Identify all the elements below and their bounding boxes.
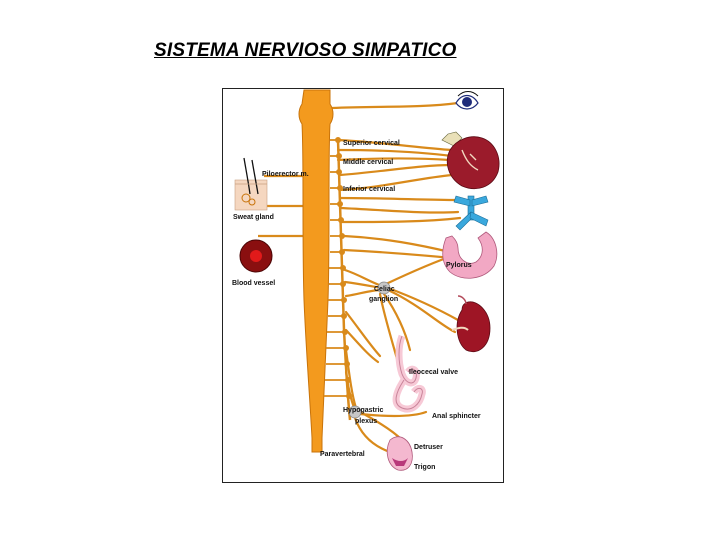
spinal-cord xyxy=(298,89,334,453)
label-middle-cervical: Middle cervical xyxy=(343,159,393,166)
label-hypogastric: Hypogastric xyxy=(343,407,384,414)
bladder-icon xyxy=(386,436,413,471)
slide-title: SISTEMA NERVIOSO SIMPATICO xyxy=(154,40,457,61)
label-inferior-cervical: Inferior cervical xyxy=(343,186,395,193)
label-pylorus: Pylorus xyxy=(446,262,472,269)
label-sweat-gland: Sweat gland xyxy=(233,214,274,221)
stomach-icon xyxy=(442,231,498,279)
heart-icon xyxy=(441,131,500,189)
eye-icon xyxy=(455,91,479,110)
label-piloerector: Piloerector m. xyxy=(262,171,309,178)
label-paravertebral: Paravertebral xyxy=(320,451,365,458)
label-blood-vessel: Blood vessel xyxy=(232,280,275,287)
label-superior-cervical: Superior cervical xyxy=(343,140,400,147)
label-detruser: Detruser xyxy=(414,444,443,451)
label-ileocecal-valve: Ileocecal valve xyxy=(409,369,458,376)
skin-hair-icon xyxy=(234,157,268,211)
spinal-branches xyxy=(324,139,349,397)
blood-vessel-icon xyxy=(239,239,273,273)
nerve-fibers xyxy=(330,101,462,454)
label-anal-sphincter: Anal sphincter xyxy=(432,413,481,420)
trachea-icon xyxy=(453,195,489,231)
label-ganglion: ganglion xyxy=(369,296,398,303)
label-plexus: plexus xyxy=(355,418,377,425)
label-trigon: Trigon xyxy=(414,464,435,471)
intestine-icon xyxy=(392,334,426,413)
label-celiac: Celiac xyxy=(374,286,395,293)
kidney-icon xyxy=(451,295,491,353)
hypogastric-plexus xyxy=(348,405,362,419)
celiac-ganglion xyxy=(377,281,391,295)
